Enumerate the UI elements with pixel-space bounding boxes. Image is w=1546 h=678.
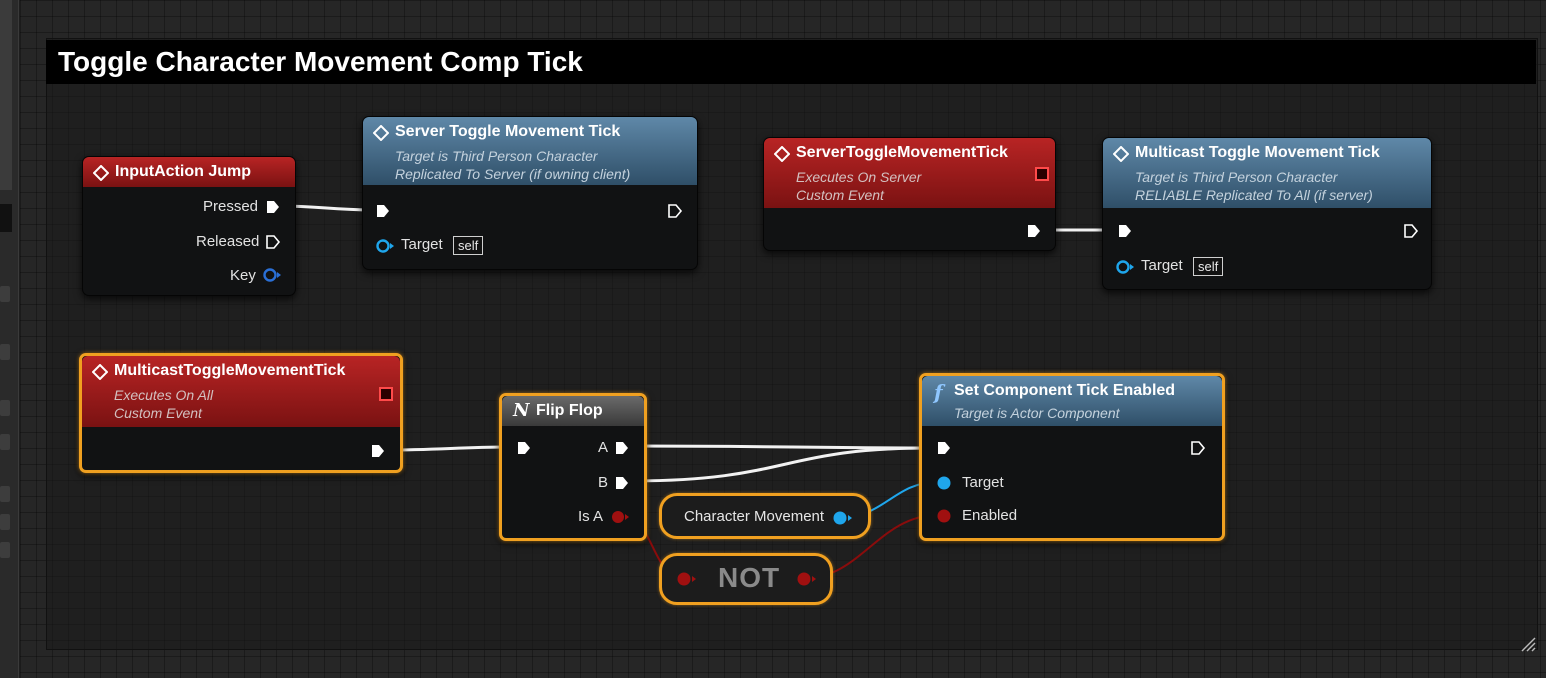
exec-pin-a-icon[interactable] — [614, 440, 630, 456]
delegate-pin-icon[interactable] — [1035, 167, 1049, 181]
exec-in-pin-icon[interactable] — [1117, 223, 1133, 239]
pin-label-a: A — [598, 439, 609, 456]
node-multicast-toggle-call[interactable]: Multicast Toggle Movement Tick Target is… — [1102, 137, 1432, 290]
event-diamond-icon — [92, 364, 108, 380]
bool-pin-output-icon[interactable] — [796, 571, 816, 587]
node-title: InputAction Jump — [115, 163, 251, 180]
left-panel-divider — [0, 204, 12, 232]
bool-pin-input-icon[interactable] — [676, 571, 696, 587]
object-pin-output-icon[interactable] — [832, 510, 854, 526]
exec-out-pin-icon[interactable] — [370, 443, 386, 459]
left-panel-handle[interactable] — [0, 286, 10, 302]
resize-grip-icon[interactable] — [1518, 634, 1536, 652]
exec-in-pin-icon[interactable] — [516, 440, 532, 456]
node-subtitle: Target is Actor Component — [954, 405, 1120, 421]
pin-label-target: Target — [962, 474, 1004, 491]
event-diamond-icon — [93, 165, 109, 181]
object-pin-target-icon[interactable] — [1115, 259, 1135, 275]
pin-label-released: Released — [196, 233, 260, 250]
left-panel-handle[interactable] — [0, 486, 10, 502]
left-panel-handle[interactable] — [0, 344, 10, 360]
pin-label-key: Key — [230, 267, 256, 284]
left-panel-handle[interactable] — [0, 434, 10, 450]
exec-out-pin-icon[interactable] — [1403, 223, 1419, 239]
pin-label-b: B — [598, 474, 609, 491]
object-pin-target-icon[interactable] — [375, 238, 395, 254]
delegate-pin-icon[interactable] — [379, 387, 393, 401]
bool-pin-is-a-icon[interactable] — [610, 509, 630, 525]
pin-label-enabled: Enabled — [962, 507, 1018, 524]
pin-label-is-a: Is A — [578, 508, 604, 525]
node-not-boolean[interactable]: NOT — [659, 553, 833, 605]
bool-pin-enabled-icon[interactable] — [936, 508, 952, 524]
variable-label: Character Movement — [684, 508, 825, 525]
target-default-value[interactable]: self — [453, 236, 484, 255]
exec-pin-b-icon[interactable] — [614, 475, 630, 491]
comment-title[interactable]: Toggle Character Movement Comp Tick — [46, 40, 1536, 84]
exec-in-pin-icon[interactable] — [375, 203, 391, 219]
exec-out-pin-icon[interactable] — [1026, 223, 1042, 239]
node-flip-flop[interactable]: N Flip Flop A B Is A — [499, 393, 647, 541]
node-title: Server Toggle Movement Tick — [395, 123, 621, 140]
node-title: ServerToggleMovementTick — [796, 144, 1008, 161]
left-panel-handle[interactable] — [0, 542, 10, 558]
node-subtitle: Custom Event — [796, 187, 884, 203]
event-diamond-icon — [1113, 146, 1129, 162]
left-panel-handle[interactable] — [0, 400, 10, 416]
function-icon: f — [934, 380, 943, 404]
node-multicast-toggle-event[interactable]: MulticastToggleMovementTick Executes On … — [79, 353, 403, 473]
node-input-action-jump[interactable]: InputAction Jump Pressed Released Key — [82, 156, 296, 296]
node-set-component-tick-enabled[interactable]: f Set Component Tick Enabled Target is A… — [919, 373, 1225, 541]
exec-in-pin-icon[interactable] — [936, 440, 952, 456]
struct-pin-key-icon[interactable] — [262, 267, 282, 283]
left-panel-scroll[interactable] — [0, 0, 12, 190]
node-subtitle: Executes On Server — [796, 169, 922, 185]
pin-label-target: Target — [401, 236, 443, 253]
event-diamond-icon — [373, 125, 389, 141]
node-server-toggle-call[interactable]: Server Toggle Movement Tick Target is Th… — [362, 116, 698, 270]
node-character-movement-getter[interactable]: Character Movement — [659, 493, 871, 539]
node-title: Flip Flop — [536, 402, 603, 419]
target-default-value[interactable]: self — [1193, 257, 1224, 276]
exec-out-pin-icon[interactable] — [1190, 440, 1206, 456]
node-subtitle: Replicated To Server (if owning client) — [395, 166, 631, 182]
node-subtitle: Executes On All — [114, 387, 214, 403]
node-subtitle: RELIABLE Replicated To All (if server) — [1135, 187, 1373, 203]
event-diamond-icon — [774, 146, 790, 162]
exec-out-pin-icon[interactable] — [667, 203, 683, 219]
node-server-toggle-event[interactable]: ServerToggleMovementTick Executes On Ser… — [763, 137, 1056, 251]
node-title: MulticastToggleMovementTick — [114, 362, 346, 379]
pin-label-target: Target — [1141, 257, 1183, 274]
left-panel-handle[interactable] — [0, 514, 10, 530]
pin-label-pressed: Pressed — [203, 198, 259, 215]
left-panel-strip — [0, 0, 19, 678]
node-subtitle: Custom Event — [114, 405, 202, 421]
not-operator-label: NOT — [718, 562, 781, 593]
exec-pin-pressed-icon[interactable] — [265, 199, 281, 215]
node-title: Multicast Toggle Movement Tick — [1135, 144, 1380, 161]
node-title: Set Component Tick Enabled — [954, 382, 1176, 399]
node-subtitle: Target is Third Person Character — [1135, 169, 1338, 185]
macro-icon: N — [513, 400, 530, 421]
node-subtitle: Target is Third Person Character — [395, 148, 598, 164]
exec-pin-released-icon[interactable] — [265, 234, 281, 250]
object-pin-target-icon[interactable] — [936, 475, 952, 491]
